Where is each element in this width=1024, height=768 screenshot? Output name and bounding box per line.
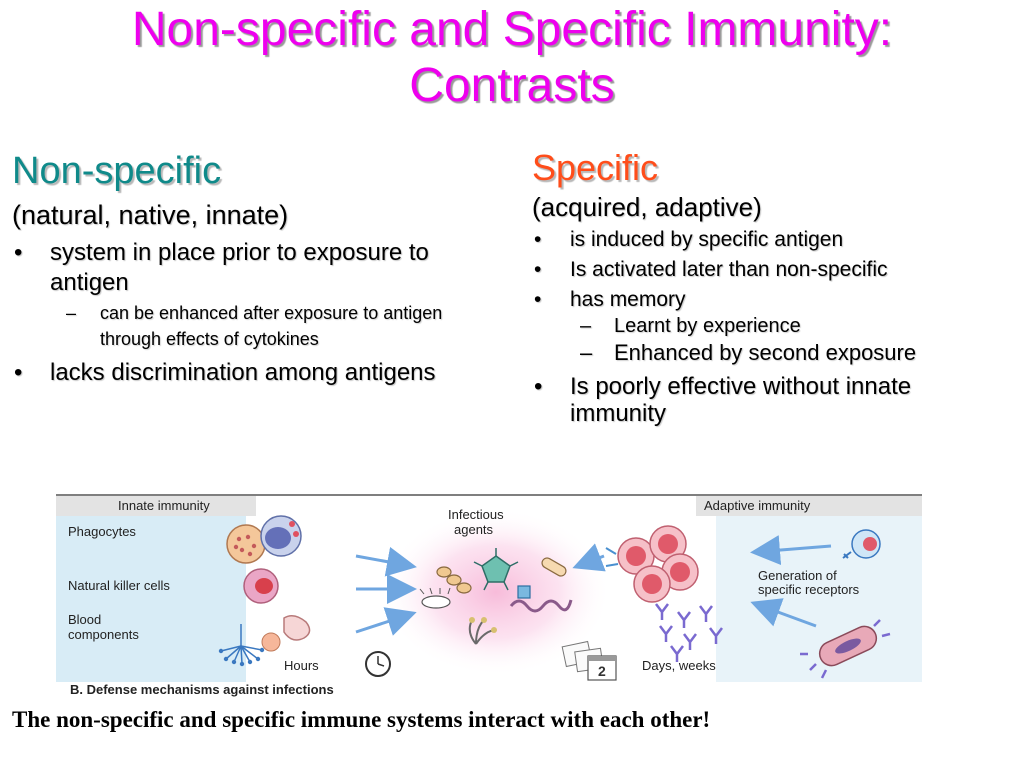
title-line-1: Non-specific and Specific Immunity:	[131, 3, 893, 56]
footer-statement: The non-specific and specific immune sys…	[12, 707, 711, 732]
non-specific-sub-bullet-1: can be enhanced after exposure to antige…	[56, 300, 482, 352]
innate-band	[56, 496, 246, 682]
title-line-2: Contrasts	[409, 59, 615, 112]
specific-bullet-3-text: has memory	[570, 288, 686, 311]
coated-bacterium	[800, 619, 891, 679]
arrow-cluster-to-agents	[572, 543, 606, 572]
natural-killer-cells-label: Natural killer cells	[68, 578, 170, 593]
days-weeks-label: Days, weeks	[642, 658, 716, 673]
defense-mechanisms-figure: Innate immunity Adaptive immunity Phagoc…	[56, 494, 922, 702]
specific-bullet-3: has memory Learnt by experience Enhanced…	[532, 287, 1012, 365]
arrow-phagocytes	[355, 546, 417, 577]
adaptive-band	[716, 496, 922, 682]
blood-components	[220, 624, 263, 665]
non-specific-heading: Non-specific	[12, 150, 222, 192]
non-specific-sub-list: can be enhanced after exposure to antige…	[56, 300, 482, 352]
adaptive-immunity-label: Adaptive immunity	[704, 498, 811, 513]
specific-bullet-4: Is poorly effective without innate immun…	[532, 373, 1012, 427]
specific-sub-list: Learnt by experience Enhanced by second …	[570, 314, 1012, 365]
slide-title: Non-specific and Specific Immunity: Cont…	[0, 2, 1024, 114]
specific-bullet-2: Is activated later than non-specific	[532, 257, 1012, 282]
specific-sub-bullet-2: Enhanced by second exposure	[570, 340, 1012, 365]
non-specific-bullet-1: system in place prior to exposure to ant…	[12, 238, 482, 352]
arrow-blood	[355, 607, 417, 636]
innate-immunity-label: Innate immunity	[118, 498, 210, 513]
innate-header-band	[56, 496, 256, 516]
specific-bullet-list: is induced by specific antigen Is activa…	[532, 227, 1012, 427]
arrow-to-antibodies	[750, 598, 817, 628]
clock-icon	[365, 651, 391, 677]
blood-label-line-2: components	[68, 627, 139, 642]
blood-cell	[261, 632, 281, 652]
phagocytes-label: Phagocytes	[68, 524, 136, 539]
specific-sub-bullet-1: Learnt by experience	[570, 314, 1012, 338]
blood-label-line-1: Blood	[68, 612, 101, 627]
specific-heading: Specific	[532, 147, 659, 188]
pathogens	[419, 548, 573, 645]
non-specific-subtitle: (natural, native, innate)	[12, 200, 289, 230]
infection-glow	[381, 508, 611, 676]
specific-subtitle: (acquired, adaptive)	[532, 192, 762, 222]
natural-killer-cell	[243, 568, 279, 604]
hours-label: Hours	[284, 658, 319, 673]
figure-svg: Innate immunity Adaptive immunity Phagoc…	[56, 494, 922, 697]
non-specific-bullet-1-text: system in place prior to exposure to ant…	[50, 239, 429, 296]
blood-component-dots	[218, 647, 265, 667]
arrow-to-cluster	[750, 535, 832, 566]
calendar-number: 2	[598, 663, 606, 679]
non-specific-bullet-list: system in place prior to exposure to ant…	[12, 238, 482, 388]
phagocyte-cells	[226, 515, 302, 564]
calendar-icon: 2	[561, 640, 617, 681]
infectious-agents-line-2: agents	[454, 522, 494, 537]
specific-column: Specific (acquired, adaptive) is induced…	[532, 146, 1012, 427]
antibodies	[655, 603, 723, 662]
non-specific-column: Non-specific (natural, native, innate) s…	[12, 148, 482, 388]
generation-label-line-1: Generation of	[758, 568, 837, 583]
lymphocyte-cluster	[605, 525, 699, 603]
non-specific-bullet-2: lacks discrimination among antigens	[12, 358, 482, 388]
infectious-agents-line-1: Infectious	[448, 507, 504, 522]
generation-label-line-2: specific receptors	[758, 582, 860, 597]
receptor-b-cell	[842, 529, 881, 559]
platelet-shape	[283, 615, 311, 641]
specific-bullet-1: is induced by specific antigen	[532, 227, 1012, 252]
adaptive-header-band	[696, 496, 922, 516]
figure-caption: B. Defense mechanisms against infections	[70, 682, 334, 697]
